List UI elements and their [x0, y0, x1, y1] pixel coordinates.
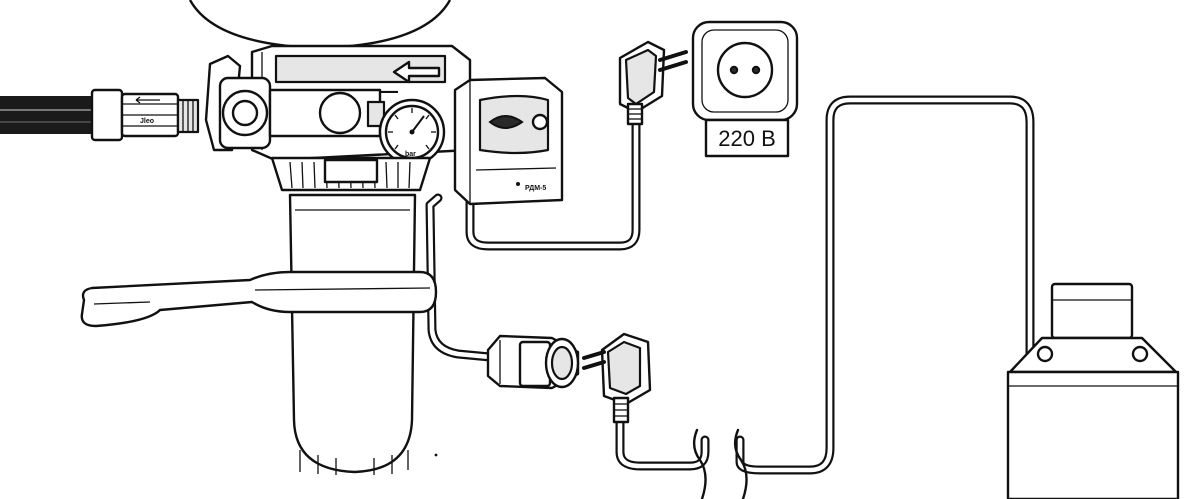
pump-station: ▬▬▬▬ bar	[80, 0, 472, 475]
svg-text:Jleo: Jleo	[140, 118, 154, 125]
tank	[188, 0, 452, 50]
pump-power-cable	[615, 95, 1035, 499]
inlet-hose	[0, 96, 100, 134]
pressure-switch: РДМ-5	[453, 76, 564, 206]
gauge-unit-label: bar	[405, 151, 416, 158]
pressure-switch-model-label: РДМ-5	[525, 185, 546, 192]
hose-fitting: Jleo	[90, 88, 200, 142]
svg-text:▬▬▬▬: ▬▬▬▬	[370, 88, 398, 95]
voltage-label: 220 В	[718, 126, 776, 151]
extension-socket	[486, 334, 580, 390]
station-output-cable	[425, 193, 495, 362]
submersible-pump	[1006, 282, 1180, 499]
pressure-gauge: bar	[366, 98, 446, 166]
pump-plug	[582, 332, 652, 424]
switch-power-cable	[465, 105, 641, 251]
filter-wrench	[80, 270, 438, 328]
voltage-label-box	[704, 118, 790, 158]
wall-socket: 220 В	[691, 20, 799, 158]
filter-flask	[288, 193, 417, 474]
wall-plug	[618, 40, 688, 126]
